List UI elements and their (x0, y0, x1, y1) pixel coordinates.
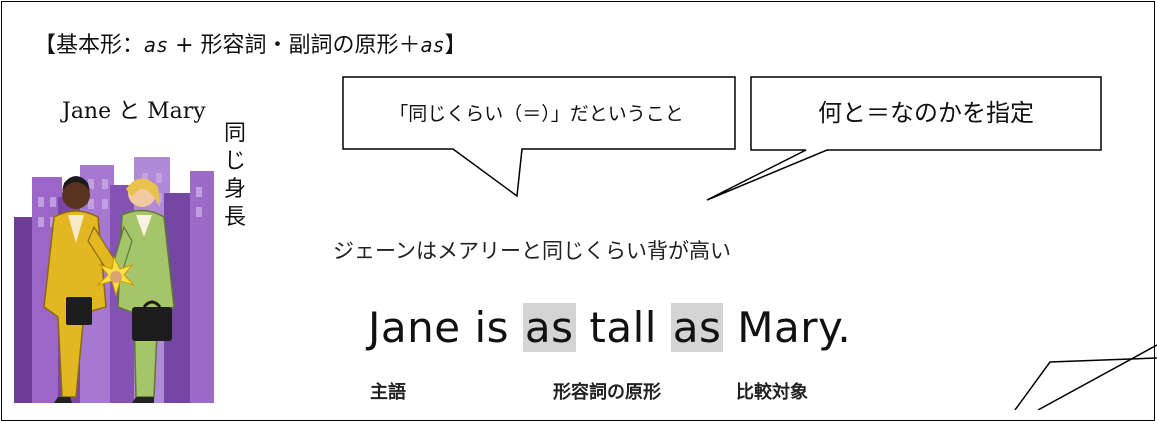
label-adjective-base: 形容詞の原形 (553, 382, 661, 403)
word-as-highlight-2: as (670, 303, 724, 352)
word-adjective: tall (589, 303, 657, 352)
vertical-char: じ (223, 149, 246, 174)
vertical-same-height-text: 同 じ 身 長 (223, 120, 247, 232)
title-as-2: as (420, 33, 445, 57)
label-subject: 主語 (370, 382, 406, 403)
word-verb: is (474, 303, 510, 352)
word-as-highlight-1: as (522, 303, 576, 352)
illustration-names: Jane と Mary (62, 99, 206, 124)
title-open-bracket: 【 (34, 33, 57, 58)
page-curl-line (1014, 357, 1157, 410)
callout-same-degree-text: 「同じくらい（＝）」だということ (389, 102, 684, 125)
callout-bubble-same-degree (342, 76, 736, 198)
word-object: Mary. (737, 303, 852, 352)
handshake-clipart (14, 157, 214, 403)
page-fold-line (1037, 344, 1157, 410)
word-subject: Jane (368, 303, 461, 352)
handshake-spark (96, 255, 136, 297)
title-as-1: as (144, 33, 169, 57)
callout-bubble-compare-target (706, 76, 1102, 201)
callout-compare-target-text: 何と＝なのかを指定 (818, 98, 1034, 127)
title-close-bracket: 】 (444, 33, 467, 58)
japanese-sentence: ジェーンはメアリーと同じくらい背が高い (333, 239, 731, 263)
vertical-char: 同 (223, 121, 246, 146)
vertical-char: 長 (223, 205, 246, 230)
woman-right (109, 178, 175, 403)
callout-shapes (342, 76, 1157, 410)
pattern-title: 【基本形：as + 形容詞・副詞の原形＋as】 (34, 27, 467, 59)
vertical-char: 身 (223, 177, 246, 202)
title-label: 基本形： (56, 33, 145, 58)
title-plus: + (168, 33, 201, 58)
title-middle: 形容詞・副詞の原形＋ (200, 33, 421, 58)
english-sentence: Jane is as tall as Mary. (368, 303, 851, 352)
label-comparison-target: 比較対象 (736, 382, 808, 403)
